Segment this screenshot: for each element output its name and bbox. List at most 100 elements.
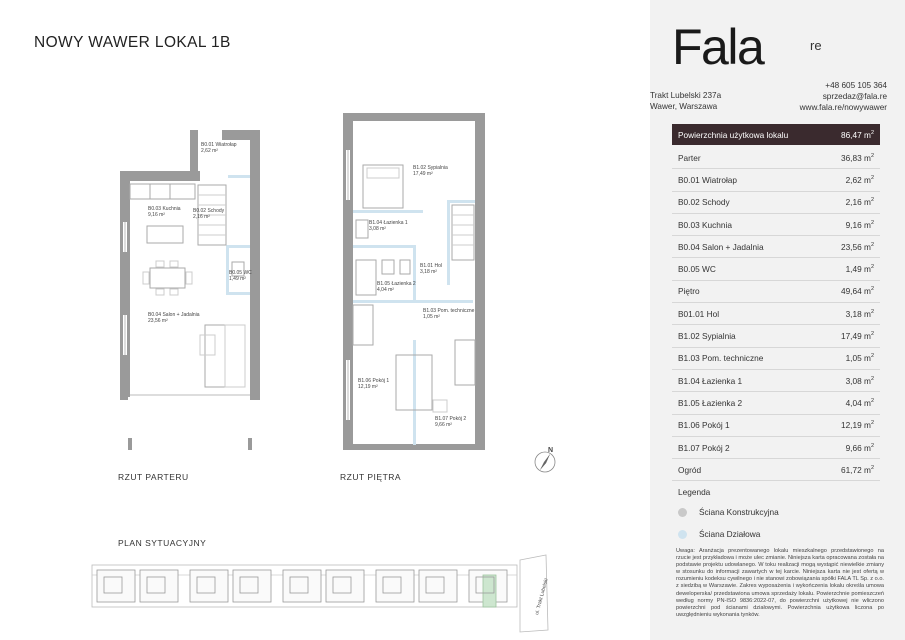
room-label-b005: B0.05 WC [229,270,252,276]
site-plan [91,554,549,633]
room-area-b005: 1,49 m² [229,276,246,282]
area-row-value: 9,66 m2 [845,442,874,453]
area-row-value: 49,64 m2 [840,286,874,297]
area-row-label: B0.03 Kuchnia [678,219,732,230]
area-row-value: 36,83 m2 [840,152,874,163]
area-row: B0.01 Wiatrołap 2,62 m2 [672,169,880,192]
area-row: B0.02 Schody 2,16 m2 [672,192,880,214]
area-row-label: B1.03 Pom. techniczne [678,353,764,364]
phone-number[interactable]: +48 605 105 364 [825,81,887,90]
area-row: B1.02 Sypialnia 17,49 m2 [672,325,880,348]
contact-info: +48 605 105 364 sprzedaz@fala.re www.fal… [800,80,887,113]
room-label-b001: B0.01 Wiatrołap [201,142,237,148]
legend-item-structural: Ściana Konstrukcyjna [678,507,779,517]
area-row-value: 3,08 m2 [845,375,874,386]
room-area-b001: 2,62 m² [201,148,218,154]
room-label-b101: B1.01 Hol [420,263,442,269]
area-row-value: 2,16 m2 [845,197,874,208]
area-row: Ogród 61,72 m2 [672,459,880,482]
total-area-label: Powierzchnia użytkowa lokalu [678,129,789,140]
legend-label-structural: Ściana Konstrukcyjna [699,507,779,517]
area-row-label: Piętro [678,286,700,297]
area-row: B01.01 Hol 3,18 m2 [672,303,880,326]
area-row-value: 3,18 m2 [845,308,874,319]
area-row: B0.04 Salon + Jadalnia 23,56 m2 [672,236,880,259]
ground-floor-plan [120,130,260,450]
area-row: B0.05 WC 1,49 m2 [672,258,880,281]
area-row-label: B0.05 WC [678,264,716,275]
area-row-value: 1,49 m2 [845,264,874,275]
area-row: Piętro 49,64 m2 [672,281,880,304]
legend-title: Legenda [678,487,711,497]
upper-floor-caption: RZUT PIĘTRA [340,472,402,482]
area-row: B1.03 Pom. techniczne 1,05 m2 [672,348,880,370]
area-row-value: 9,16 m2 [845,219,874,230]
area-row-value: 12,19 m2 [840,420,874,431]
area-row-label: B1.04 Łazienka 1 [678,375,743,386]
room-label-b002: B0.02 Schody [193,208,225,214]
area-row-label: B1.07 Pokój 2 [678,442,730,453]
room-area-b105: 4,04 m² [377,287,394,293]
area-row-value: 4,04 m2 [845,397,874,408]
area-row-value: 1,05 m2 [845,353,874,364]
site-plan-caption: PLAN SYTUACYJNY [118,538,207,548]
area-row-label: B0.02 Schody [678,197,730,208]
area-row-label: B1.05 Łazienka 2 [678,397,743,408]
area-row: Parter 36,83 m2 [672,147,880,170]
email-link[interactable]: sprzedaz@fala.re [822,92,887,101]
room-area-b103: 1,05 m² [423,314,440,320]
floor-plans-area: B0.01 Wiatrołap 2,62 m² B0.02 Schody 2,1… [91,113,556,633]
room-area-b101: 3,18 m² [420,269,437,275]
room-label-b106: B1.06 Pokój 1 [358,378,389,384]
area-row-label: B0.01 Wiatrołap [678,174,738,185]
legend-item-partition: Ściana Działowa [678,529,760,539]
floor-plans-drawing: B0.01 Wiatrołap 2,62 m² B0.02 Schody 2,1… [91,113,556,633]
area-row: B1.06 Pokój 1 12,19 m2 [672,415,880,437]
area-row-label: B1.06 Pokój 1 [678,420,730,431]
fala-logo-suffix: re [810,38,822,53]
room-area-b102: 17,49 m² [413,171,433,177]
area-row-label: B1.02 Sypialnia [678,331,736,342]
area-row: B1.07 Pokój 2 9,66 m2 [672,437,880,460]
room-area-b004: 23,56 m² [148,318,168,324]
room-area-b106: 12,19 m² [358,384,378,390]
room-label-b104: B1.04 Łazienka 1 [369,220,408,226]
area-row-value: 23,56 m2 [840,241,874,252]
total-area-value: 86,47 m2 [840,129,874,140]
area-row-label: B01.01 Hol [678,308,720,319]
address-line-1: Trakt Lubelski 237a [650,91,722,100]
legend-dot-structural [678,507,687,517]
compass-north-label: N [548,447,553,454]
room-area-b107: 9,66 m² [435,422,452,428]
area-row-value: 61,72 m2 [840,464,874,475]
room-area-b003: 9,16 m² [148,212,165,218]
address-line-2: Wawer, Warszawa [650,102,718,111]
compass-icon: N [534,447,556,473]
fala-logo: Fala [672,19,765,75]
room-area-b104: 3,08 m² [369,226,386,232]
disclaimer-note: Uwaga: Aranżacja prezentowanego lokalu m… [676,548,884,618]
room-label-b107: B1.07 Pokój 2 [435,416,466,422]
upper-floor-plan [343,113,485,450]
area-row: B0.03 Kuchnia 9,16 m2 [672,214,880,237]
area-row: B1.05 Łazienka 2 4,04 m2 [672,392,880,415]
total-area-row: Powierzchnia użytkowa lokalu 86,47 m2 [672,124,880,145]
room-label-b004: B0.04 Salon + Jadalnia [148,312,200,318]
room-label-b102: B1.02 Sypialnia [413,165,448,171]
legend-label-partition: Ściana Działowa [699,529,761,539]
ground-floor-caption: RZUT PARTERU [118,472,189,482]
area-row-label: B0.04 Salon + Jadalnia [678,241,764,252]
area-row-label: Parter [678,152,701,163]
area-row-label: Ogród [678,464,702,475]
area-row: B1.04 Łazienka 1 3,08 m2 [672,370,880,393]
legend-dot-partition [678,529,687,539]
website-link[interactable]: www.fala.re/nowywawer [799,103,887,112]
room-label-b103: B1.03 Pom. techniczne [423,308,475,314]
area-row-value: 2,62 m2 [845,174,874,185]
room-label-b105: B1.05 Łazienka 2 [377,281,416,287]
page-title: NOWY WAWER LOKAL 1B [34,34,231,51]
area-row-value: 17,49 m2 [840,331,874,342]
info-panel: Fala re Trakt Lubelski 237a Wawer, Warsz… [650,0,905,640]
address: Trakt Lubelski 237a Wawer, Warszawa [650,90,721,112]
